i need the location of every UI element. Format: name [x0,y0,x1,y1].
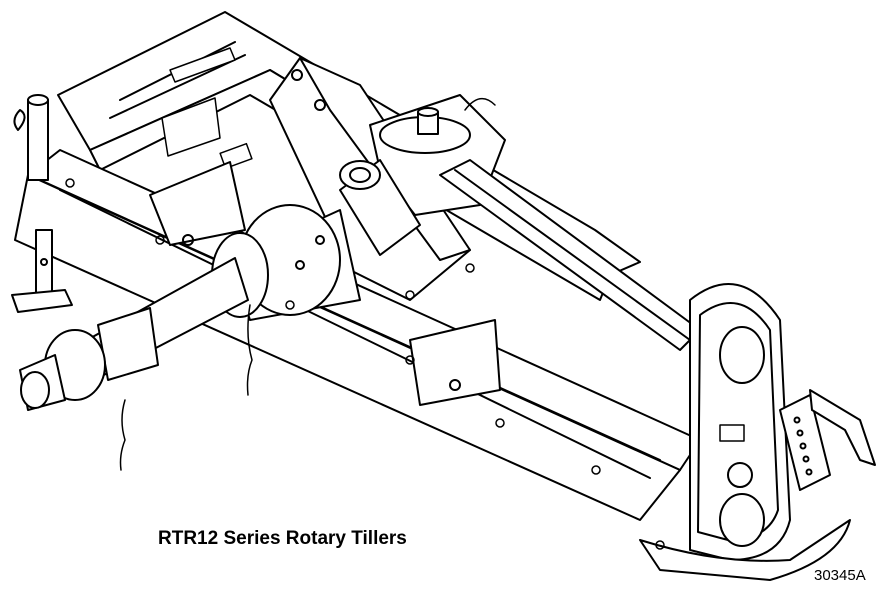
chain-case [689,283,791,561]
safety-chains [119,304,253,471]
skid-arm-left [149,161,246,246]
depth-skid-right [639,389,876,581]
pto-driveline [19,204,361,411]
gearbox-input-shaft [339,159,421,256]
side-drive-tube [439,159,701,351]
skid-arm-center [409,319,501,406]
parking-stand [11,229,73,313]
figure-id: 30345A [814,567,866,584]
frame-bolts [65,178,665,550]
hitch-pin-left [13,94,49,181]
figure-caption: RTR12 Series Rotary Tillers [158,528,407,549]
